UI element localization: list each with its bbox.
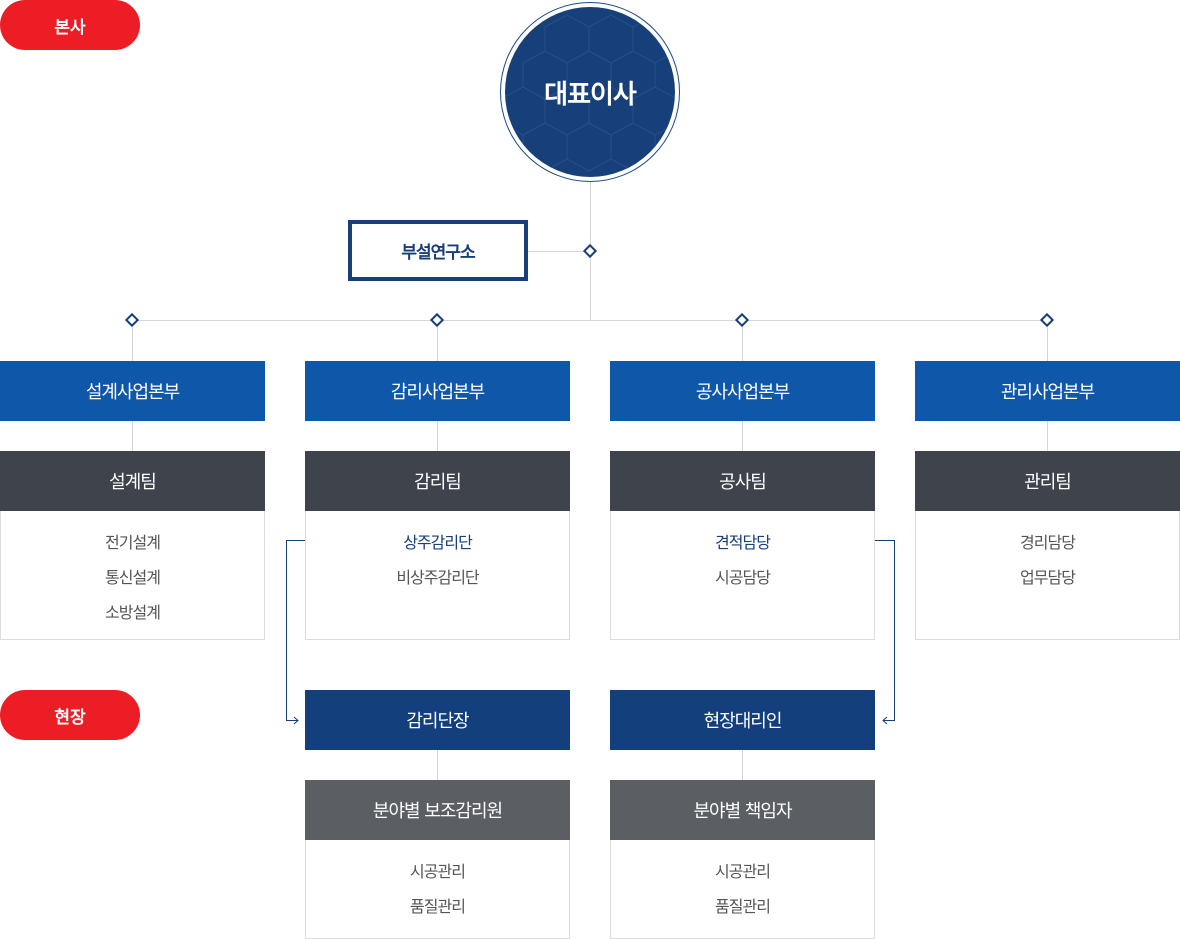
site-unit-header: 감리단장: [305, 690, 570, 750]
ceo-title: 대표이사: [544, 79, 637, 110]
site-sub-header: 분야별 책임자: [610, 780, 875, 840]
team-header: 공사팀: [610, 451, 875, 511]
team-header: 설계팀: [0, 451, 265, 511]
team-header: 관리팀: [915, 451, 1180, 511]
diamond-node: [582, 243, 598, 259]
list-item: 통신설계: [105, 568, 161, 587]
list-item: 시공담당: [715, 568, 771, 587]
team-header: 감리팀: [305, 451, 570, 511]
team-duties-list: 경리담당 업무담당: [915, 511, 1180, 640]
list-item: 비상주감리단: [396, 568, 479, 587]
team-duties-list: 상주감리단 비상주감리단: [305, 511, 570, 640]
division-header: 감리사업본부: [305, 361, 570, 421]
site-label: 현장: [0, 690, 140, 740]
team-duties-list: 견적담당 시공담당: [610, 511, 875, 640]
list-item: 시공관리: [715, 862, 771, 881]
site-unit-header: 현장대리인: [610, 690, 875, 750]
list-item: 상주감리단: [403, 533, 473, 552]
hexagon-pattern: [505, 14, 675, 172]
list-item: 견적담당: [715, 533, 771, 552]
diamond-node: [124, 312, 140, 328]
research-lab-box: 부설연구소: [348, 220, 528, 281]
division-header: 공사사업본부: [610, 361, 875, 421]
division-header: 설계사업본부: [0, 361, 265, 421]
list-item: 품질관리: [715, 897, 771, 916]
diamond-node: [1039, 312, 1055, 328]
list-item: 전기설계: [105, 533, 161, 552]
list-item: 시공관리: [410, 862, 466, 881]
team-duties-list: 전기설계 통신설계 소방설계: [0, 511, 265, 640]
division-header: 관리사업본부: [915, 361, 1180, 421]
list-item: 품질관리: [410, 897, 466, 916]
hq-label: 본사: [0, 0, 140, 50]
site-sub-header: 분야별 보조감리원: [305, 780, 570, 840]
diamond-node: [429, 312, 445, 328]
ceo-node: 대표이사: [500, 2, 680, 182]
list-item: 업무담당: [1020, 568, 1076, 587]
list-item: 소방설계: [105, 603, 161, 622]
list-item: 경리담당: [1020, 533, 1076, 552]
site-duties-list: 시공관리 품질관리: [610, 840, 875, 939]
site-duties-list: 시공관리 품질관리: [305, 840, 570, 939]
diamond-node: [734, 312, 750, 328]
